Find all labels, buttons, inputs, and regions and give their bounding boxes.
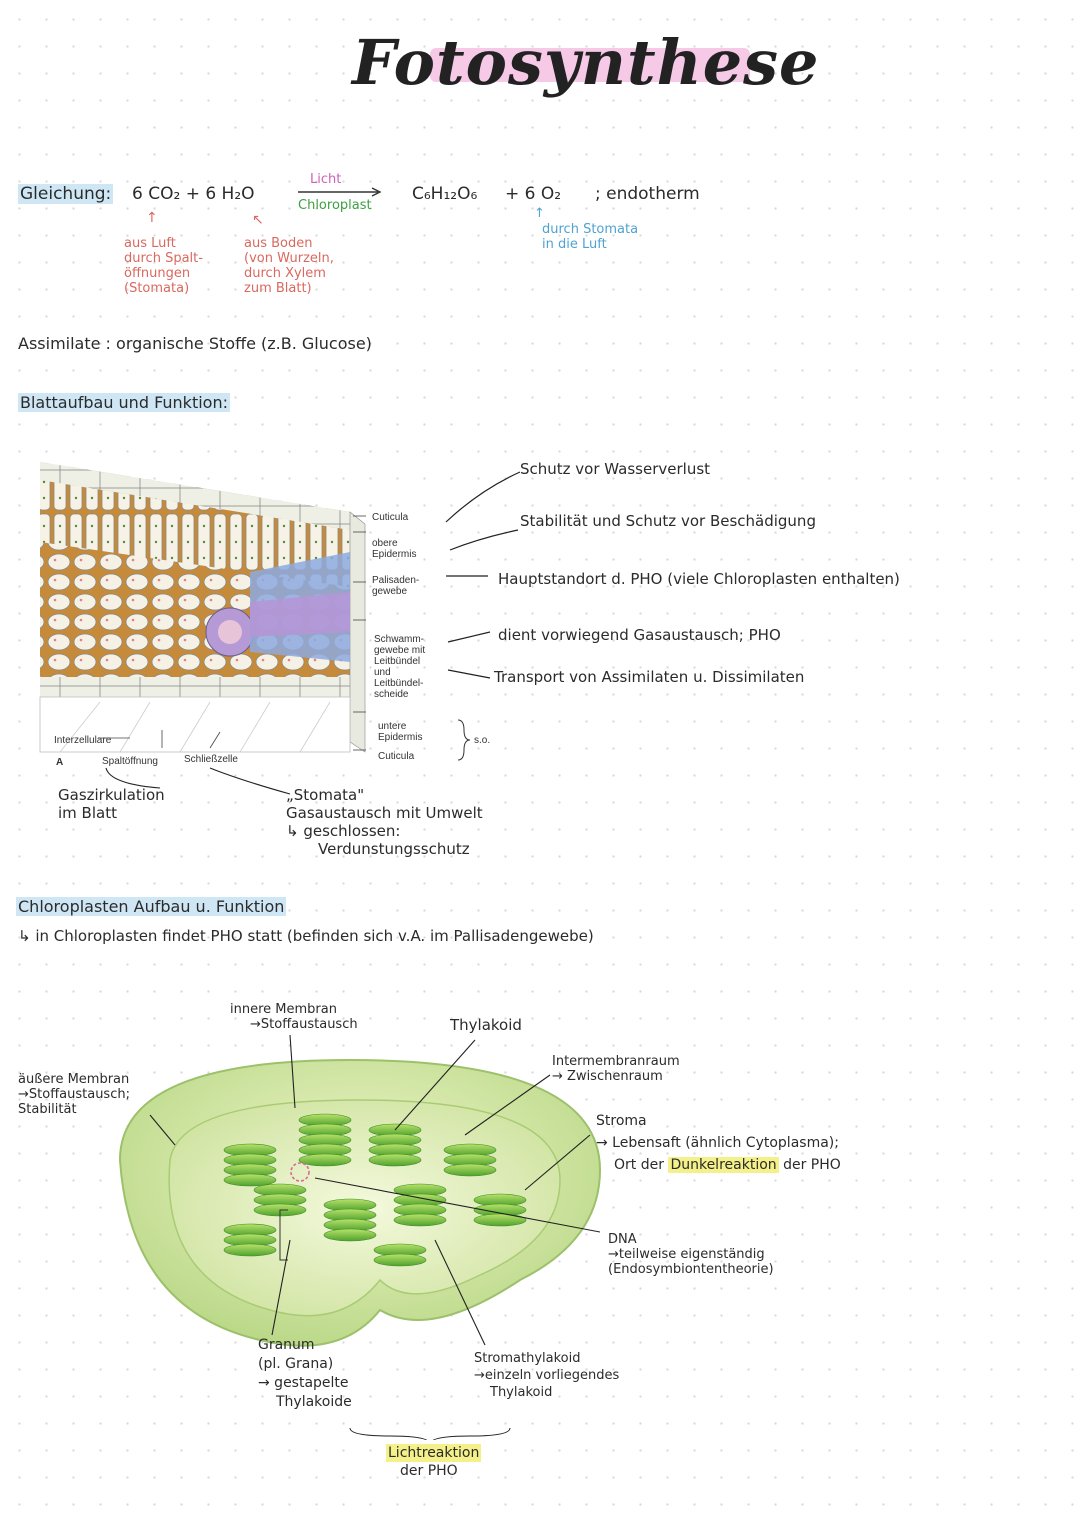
arrow-top-label: Licht [310, 172, 341, 187]
dunkelreaktion-highlight: Dunkelreaktion [668, 1157, 778, 1173]
label-palisaden: Palisaden-gewebe [372, 575, 419, 597]
note-stomata: „Stomata" Gasaustausch mit Umwelt ↳ gesc… [286, 786, 483, 858]
label-thylakoid: Thylakoid [450, 1016, 522, 1034]
up-arrow-icon: ↑ [146, 210, 158, 226]
up-arrow-icon: ↖ [252, 212, 264, 228]
equation-lhs: 6 CO₂ + 6 H₂O [132, 184, 255, 204]
note-wasserverlust: Schutz vor Wasserverlust [520, 460, 710, 478]
chloroplast-heading: Chloroplasten Aufbau u. Funktion [16, 897, 286, 916]
rhs-glucose: C₆H₁₂O₆ [412, 184, 477, 204]
arrow-bottom-label: Chloroplast [298, 198, 372, 213]
label-schliesszelle: Schließzelle [184, 754, 238, 765]
leaf-heading: Blattaufbau und Funktion: [18, 393, 230, 412]
label-aeussere-membran: äußere Membran→Stoffaustausch;Stabilität [18, 1072, 130, 1117]
page-title: Fotosynthese [352, 26, 820, 99]
equation-label: Gleichung: [18, 184, 113, 204]
note-stabilitaet: Stabilität und Schutz vor Beschädigung [520, 512, 816, 530]
note-transport: Transport von Assimilaten u. Dissimilate… [494, 668, 804, 686]
endotherm-text: ; endotherm [595, 184, 700, 204]
label-interzellulare: Interzellulare [54, 735, 111, 746]
label-figure-letter: A [56, 757, 63, 768]
up-arrow-icon: ↑ [534, 206, 545, 221]
label-stroma: Stroma → Lebensaft (ähnlich Cytoplasma);… [596, 1110, 841, 1176]
label-innere-membran: innere Membran→Stoffaustausch [230, 1002, 358, 1032]
label-intermembranraum: Intermembranraum→ Zwischenraum [552, 1054, 680, 1084]
label-cuticula-bottom: Cuticula [378, 751, 414, 762]
chloroplast-subline: ↳ in Chloroplasten findet PHO statt (bef… [18, 927, 594, 945]
label-cuticula-top: Cuticula [372, 512, 408, 523]
reaction-arrow-icon [296, 186, 386, 198]
note-pho: Hauptstandort d. PHO (viele Chloroplaste… [498, 570, 900, 588]
note-gasaustausch: dient vorwiegend Gasaustausch; PHO [498, 626, 781, 644]
label-so: s.o. [474, 735, 490, 746]
label-dna: DNA→teilweise eigenständig(Endosymbionte… [608, 1232, 774, 1277]
assimilate-definition: Assimilate : organische Stoffe (z.B. Glu… [18, 334, 372, 353]
rhs-oxygen: + 6 O₂ [505, 184, 561, 204]
